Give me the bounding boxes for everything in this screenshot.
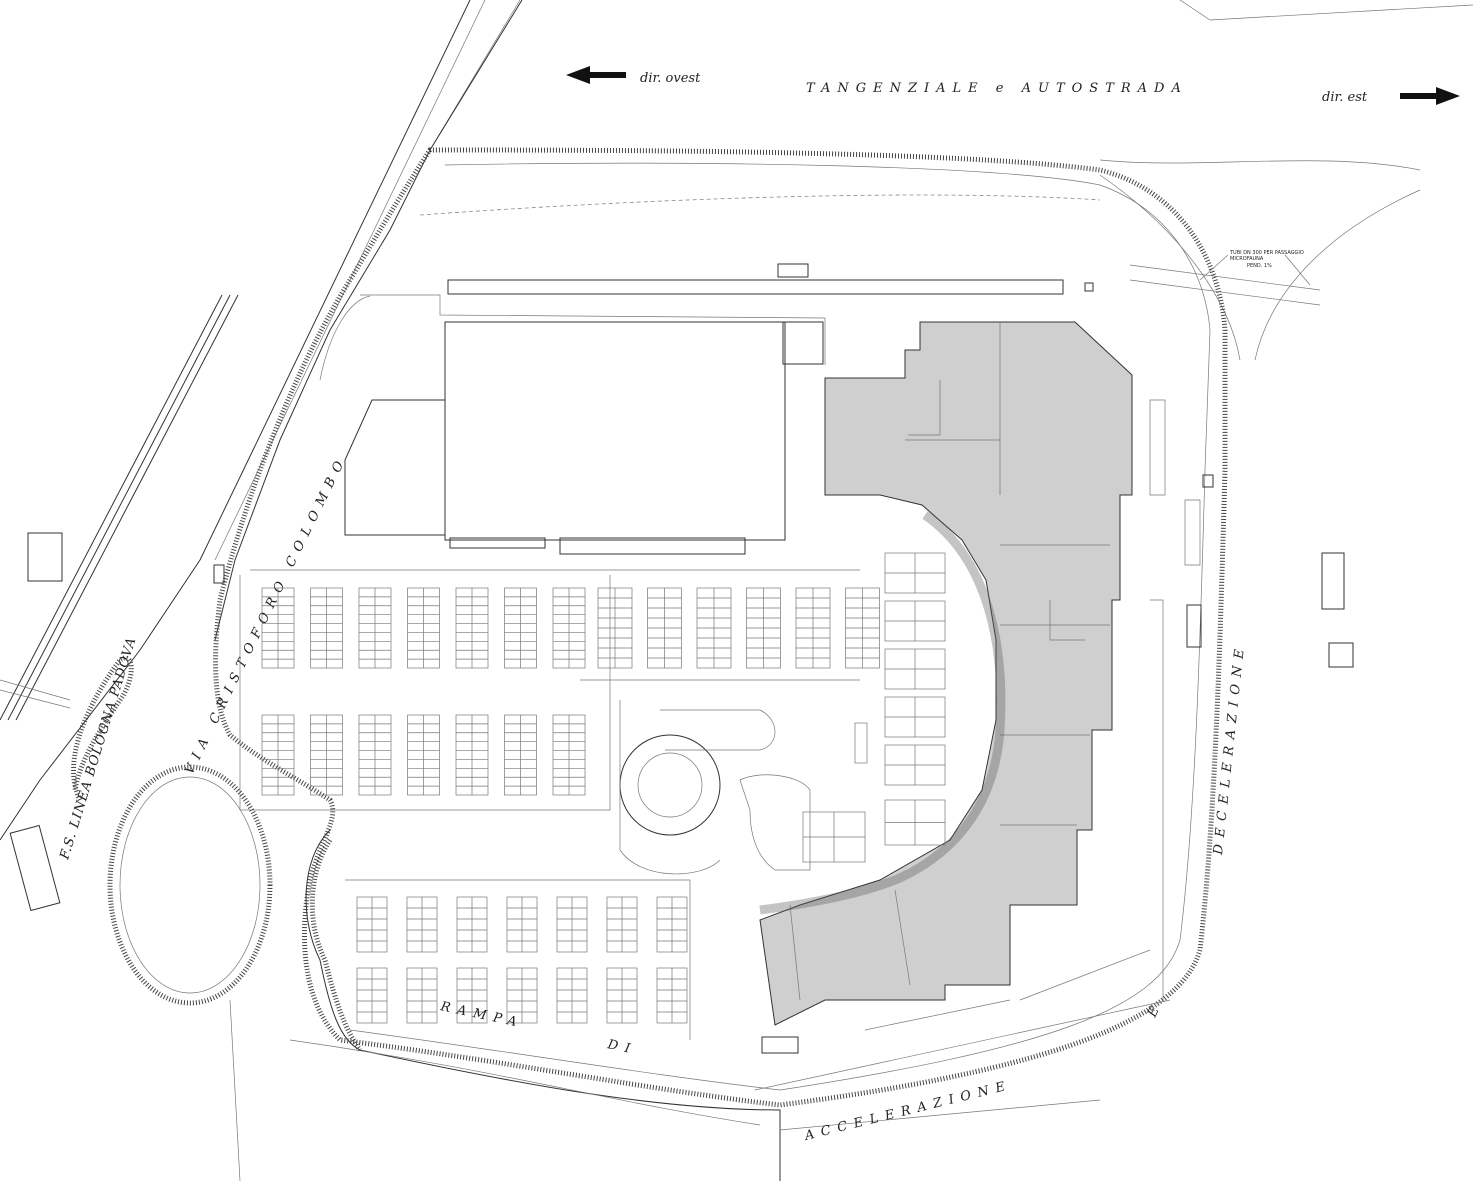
culvert-note: TUBI DN 300 PER PASSAGGIO MICROFAUNA PEN…	[1129, 250, 1321, 306]
parking-areas	[239, 552, 946, 1040]
ramp-label-word2: DI	[605, 1037, 638, 1058]
railway-label: F.S. LINEA BOLOGNA PADOVA	[57, 635, 139, 862]
svg-text:TUBI DN 300 PER PASSAGGIO: TUBI DN 300 PER PASSAGGIO	[1229, 250, 1304, 256]
street-lines	[0, 0, 523, 841]
deceleration-label: DECELERAZIONE	[1211, 642, 1248, 857]
north-parking-strip	[447, 279, 1064, 295]
east-direction-label: dir. est	[1322, 90, 1368, 105]
outside-structure	[1328, 642, 1354, 668]
railway-lines	[0, 294, 239, 721]
highway-label: TANGENZIALE e AUTOSTRADA	[806, 81, 1188, 96]
svg-text:PEND. 1%: PEND. 1%	[1247, 263, 1272, 269]
arrow-east-icon	[1400, 87, 1460, 105]
cabin	[777, 263, 809, 278]
ramp-label-letter-e: E	[1145, 998, 1166, 1020]
anchor-store-building	[344, 321, 824, 555]
ramp-label-word1: RAMPA	[438, 999, 525, 1031]
highway-lines	[429, 0, 1473, 361]
west-direction-label: dir. ovest	[640, 71, 701, 86]
arrow-west-icon	[566, 66, 626, 84]
roundabout-ramp-oval	[107, 764, 273, 1006]
shopping-center-building	[759, 321, 1133, 1026]
outside-structure	[1321, 552, 1345, 610]
svg-text:MICROFAUNA: MICROFAUNA	[1230, 256, 1264, 262]
outside-structure	[27, 532, 63, 582]
site-boundary-embankment	[213, 147, 1228, 1108]
outside-structure	[9, 824, 61, 912]
